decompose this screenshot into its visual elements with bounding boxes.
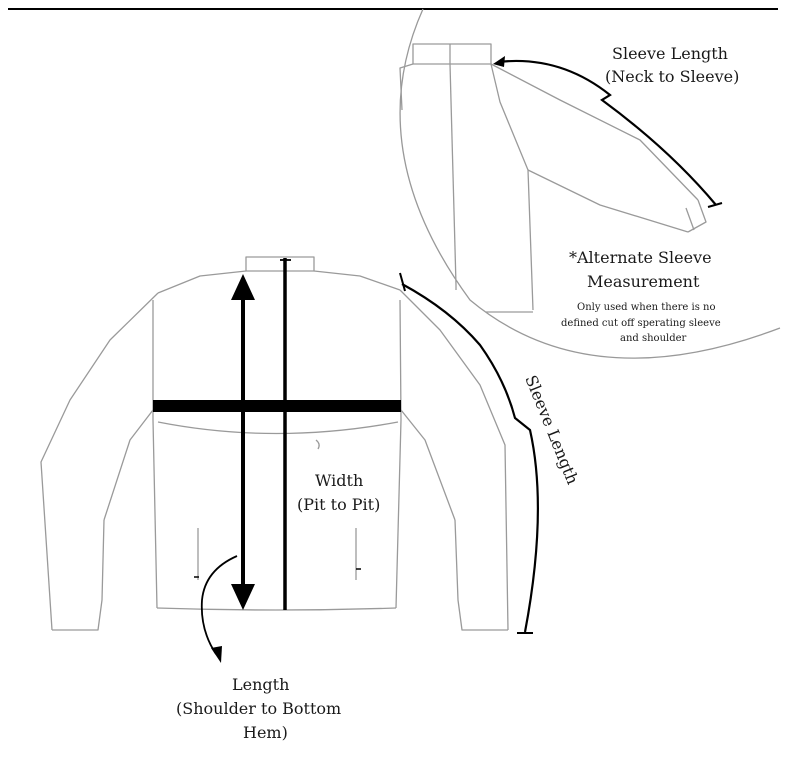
width-label: Width — [315, 471, 363, 490]
pit-to-pit-label: (Pit to Pit) — [297, 495, 380, 514]
inset-circle-outline — [399, 8, 781, 359]
side-sleeve-top-tick — [399, 272, 406, 292]
main-jacket-outline — [40, 256, 509, 631]
inset-sleeve-length-line — [497, 59, 717, 206]
length-pointer-arrowhead — [211, 646, 222, 663]
alternate-sleeve-subtitle: Measurement — [587, 272, 700, 291]
inset-detail: Sleeve Length (Neck to Sleeve) *Alternat… — [399, 8, 781, 359]
inset-sleeve-end-tick — [707, 202, 723, 208]
pocket-zipper-ticks — [194, 568, 361, 578]
alternate-note-line-3: and shoulder — [620, 333, 687, 344]
alternate-note-line-1: Only used when there is no — [577, 302, 716, 313]
inset-sleeve-arrowhead — [493, 56, 505, 67]
neck-to-sleeve-label: (Neck to Sleeve) — [605, 67, 739, 86]
width-measure-bar — [153, 400, 401, 412]
inset-jacket-outline — [399, 43, 707, 313]
sleeve-length-top-label: Sleeve Length — [612, 44, 728, 63]
alternate-note-line-2: defined cut off sperating sleeve — [561, 318, 721, 329]
length-double-arrow — [231, 274, 255, 610]
length-label: Length — [232, 675, 289, 694]
side-sleeve-length-line — [401, 283, 539, 633]
alternate-sleeve-title: *Alternate Sleeve — [569, 248, 712, 267]
hem-label: Hem) — [243, 723, 288, 742]
shoulder-to-bottom-label: (Shoulder to Bottom — [176, 699, 341, 718]
length-pointer-curve — [200, 555, 238, 655]
